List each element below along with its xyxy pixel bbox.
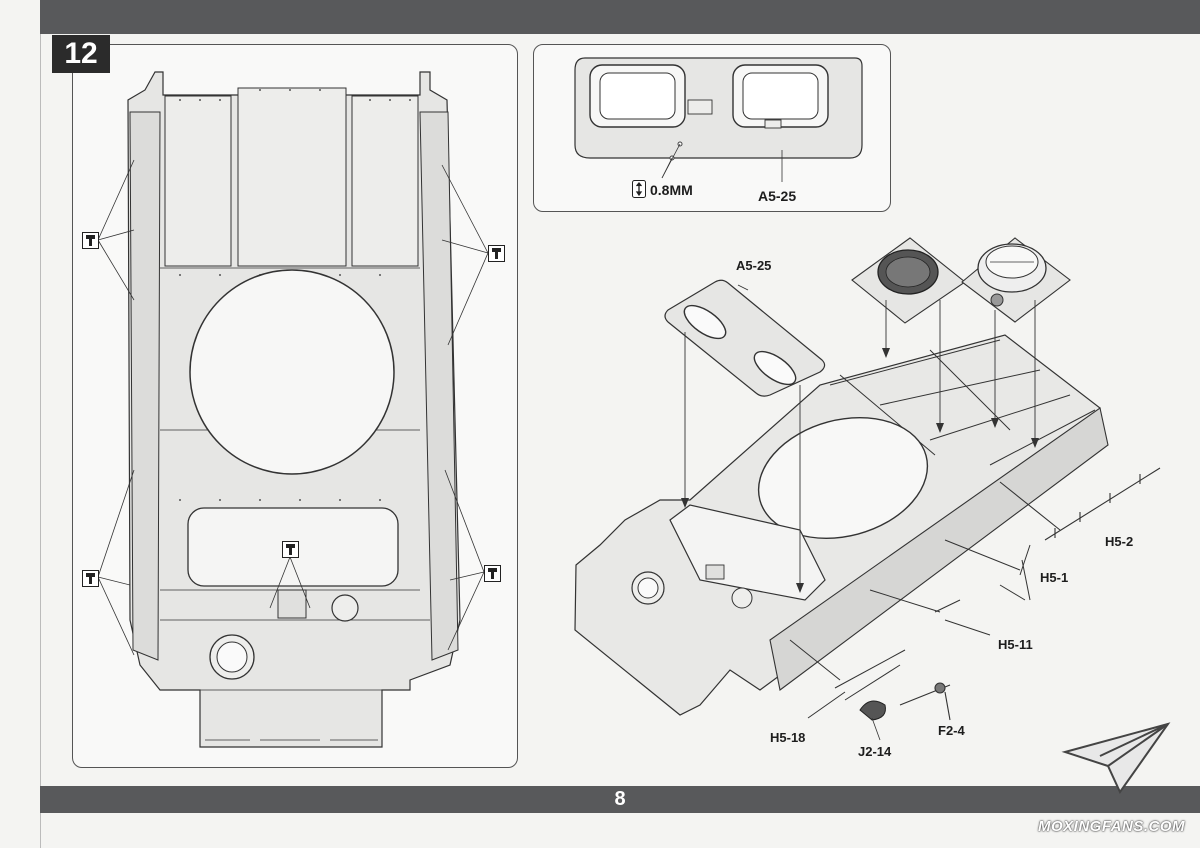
engine-grille-panel [851, 237, 966, 324]
watermark-text: MOXINGFANS.COM [1038, 818, 1186, 835]
tool-rack-h5-2 [999, 467, 1161, 541]
engine-deck-rails [829, 339, 1096, 466]
callout-h5-2: H5-2 [1105, 534, 1134, 549]
paper-plane-logo-icon [1061, 722, 1171, 794]
glue-marker-icon [484, 565, 501, 582]
callout-a5-25: A5-25 [736, 258, 772, 273]
callout-j2-14: J2-14 [858, 744, 892, 759]
callout-h5-11: H5-11 [998, 637, 1033, 652]
a5-25-plate-isometric [664, 279, 826, 397]
tool-h5-18 [789, 639, 906, 719]
turret-ring-isometric [757, 417, 929, 539]
top-view-panel [72, 44, 518, 768]
driver-hatch-isometric [669, 504, 826, 601]
guide-arrowheads [681, 348, 1039, 593]
callout-h5-1: H5-1 [1040, 570, 1069, 585]
part-f2-4 [899, 682, 951, 721]
bottom-footer-bar: 8 [40, 786, 1200, 813]
page-binding-line [40, 0, 41, 848]
glue-marker-icon [82, 570, 99, 587]
glue-marker-icon [82, 232, 99, 249]
assembly-guide-lines [684, 284, 1036, 590]
part-j2-14 [859, 700, 886, 721]
drill-icon [632, 180, 646, 198]
drill-size-label: 0.8MM [650, 182, 693, 198]
top-header-bar [40, 0, 1200, 34]
hull-side-wall [769, 407, 1109, 691]
callout-h5-18: H5-18 [770, 730, 806, 745]
drill-detail-inset-panel [533, 44, 891, 212]
glue-marker-icon [282, 541, 299, 558]
page-number: 8 [614, 788, 626, 810]
glue-marker-icon [488, 245, 505, 262]
step-number-badge: 12 [52, 35, 110, 73]
tool-h5-1 [944, 539, 1031, 601]
inset-part-label: A5-25 [758, 188, 797, 204]
hull-deck-isometric [574, 334, 1101, 716]
engine-fan-panel [961, 237, 1071, 323]
tool-h5-11 [869, 584, 1026, 636]
callout-f2-4: F2-4 [938, 723, 965, 738]
